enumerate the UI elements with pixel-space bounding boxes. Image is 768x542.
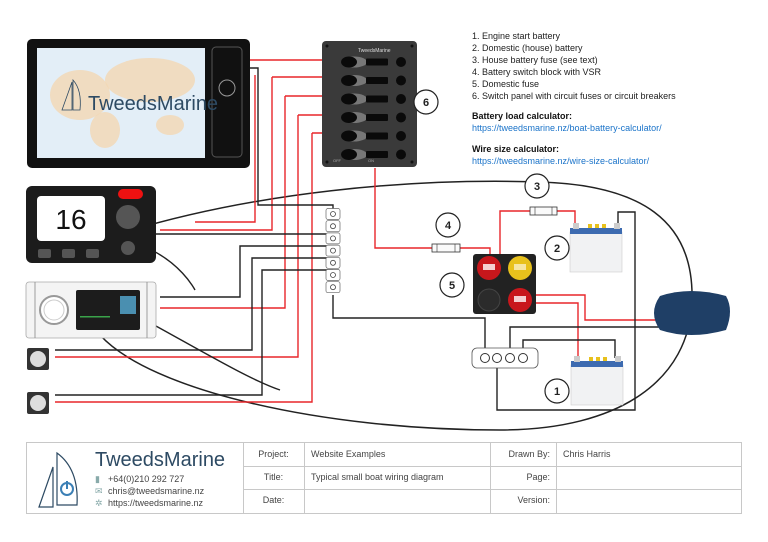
website-url: https://tweedsmarine.nz [108,498,204,508]
circuit-switch [341,112,406,123]
callout-2: 2 [544,235,570,261]
date-label: Date: [262,495,285,505]
light-2 [27,392,49,414]
house-battery-fuse [529,206,558,216]
drawn-by-label: Drawn By: [508,449,550,459]
light-icon [30,395,46,411]
circuit-switch [341,56,406,68]
version-label: Version: [517,495,550,505]
phone-row: ▮ +64(0)210 292 727 [95,474,184,485]
legend-item: 6. Switch panel with circuit fuses or ci… [472,91,676,101]
legend-item: 5. Domestic fuse [472,79,540,89]
callout-5: 5 [439,272,465,298]
domestic-fuse [431,243,461,253]
callout-number: 2 [554,243,560,255]
callout-number: 5 [449,280,455,292]
terminal-screw-icon [330,235,336,242]
circuit-breaker-icon [396,75,406,86]
email-row: ✉ chris@tweedsmarine.nz [95,486,204,497]
negative-terminal-strip [471,347,539,369]
callout-number: 6 [423,97,429,109]
circuit-breaker-icon [396,112,406,123]
title-block-brand: TweedsMarine [95,449,226,471]
logo-sail-icon [61,78,81,111]
title-label: Title: [263,472,284,482]
wire-calculator-heading: Wire size calculator: [472,144,559,154]
drawn-by-value: Chris Harris [563,449,611,459]
globe-icon: ✲ [95,498,103,508]
phone-number: +64(0)210 292 727 [108,474,185,484]
component-legend: 1. Engine start battery 2. Domestic (hou… [472,30,676,102]
battery-switch-block [473,254,536,314]
distress-button [118,189,143,199]
vsr-unit [477,288,501,312]
callout-number: 3 [534,181,540,193]
website-row: ✲ https://tweedsmarine.nz [95,498,203,509]
circuit-breaker-icon [396,131,406,141]
light-1 [27,348,49,370]
project-label: Project: [258,449,289,459]
tweedsmarine-logo-icon [38,451,78,508]
engine [654,291,730,335]
circuit-breaker-icon [396,149,406,160]
phone-icon: ▮ [95,474,100,484]
title-value: Typical small boat wiring diagram [311,472,444,482]
light-icon [30,351,46,367]
switch-panel: TweedsMarine OFF ON [322,41,417,167]
legend-item: 1. Engine start battery [472,31,561,41]
callout-1: 1 [544,378,570,404]
negative-bus-bar [325,208,341,294]
vhf-radio: 16 [26,186,156,263]
title-block: TweedsMarine ▮ +64(0)210 292 727 ✉ chris@t… [26,442,742,514]
terminal-screw-icon [330,211,336,217]
domestic-battery [569,223,623,273]
title-block-fields: Project: Website Examples Title: Typical… [243,443,741,513]
terminal-screw-icon [330,272,336,278]
callout-number: 4 [445,220,452,232]
engine-start-battery [570,356,624,406]
terminal-screw-icon [330,223,336,230]
rotary-knob-icon [218,79,236,97]
project-value: Website Examples [311,449,386,459]
wire-calculator-link[interactable]: https://tweedsmarine.nz/wire-size-calcul… [472,156,650,166]
circuit-breaker-icon [396,57,406,67]
legend-item: 3. House battery fuse (see text) [472,55,598,65]
switch-panel-brand: TweedsMarine [358,48,391,54]
circuit-switch [341,93,406,105]
battery-calculator-link[interactable]: https://tweedsmarine.nz/boat-battery-cal… [472,123,662,133]
vhf-channel-display: 16 [55,204,86,235]
battery-calculator-heading: Battery load calculator: [472,111,573,121]
circuit-breaker-icon [396,94,406,104]
legend-item: 2. Domestic (house) battery [472,43,583,53]
page-label: Page: [526,472,550,482]
circuit-switch [341,75,406,86]
callout-3: 3 [524,173,550,199]
positive-wires [55,59,668,403]
chartplotter-brand: TweedsMarine [88,93,218,115]
callout-6: 6 [413,89,439,115]
volume-knob-icon [116,205,140,229]
chartplotter: TweedsMarine [27,39,250,168]
callout-number: 1 [554,386,560,398]
callout-4: 4 [435,212,461,238]
email-icon: ✉ [95,486,103,496]
circuit-switch [341,130,406,142]
switch-panel-off-label: OFF [333,158,342,163]
email-address: chris@tweedsmarine.nz [108,486,205,496]
title-block-logo-area: TweedsMarine ▮ +64(0)210 292 727 ✉ chris@t… [27,443,244,513]
terminal-screw-icon [330,284,336,291]
terminal-screw-icon [330,247,336,254]
circuit-switch [341,149,406,160]
stereo-head-unit [25,281,157,339]
terminal-screw-icon [330,259,336,266]
battery-calculator: Battery load calculator: https://tweedsm… [472,110,662,134]
legend-item: 4. Battery switch block with VSR [472,67,602,77]
switch-panel-on-label: ON [368,158,374,163]
wire-size-calculator: Wire size calculator: https://tweedsmari… [472,143,649,167]
